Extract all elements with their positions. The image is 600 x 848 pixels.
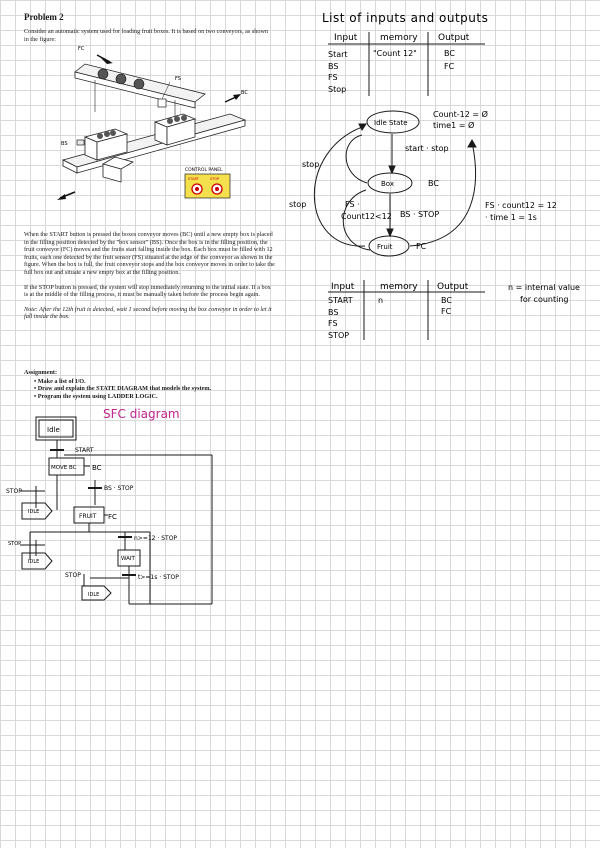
io-table-2-note: for counting [520, 295, 568, 304]
transition-box-to-fruit: BS · STOP [400, 210, 439, 219]
sfc-transition-stop: STOP [8, 541, 21, 547]
io-table-2-header-memory: memory [380, 282, 418, 292]
sfc-transition-stop: STOP [65, 572, 81, 579]
figure-label-fs: FS [175, 76, 181, 82]
io-table-2-input: FS [328, 319, 338, 328]
io-table-1-input: Stop [328, 85, 346, 94]
transition-stop-inner: stop [289, 200, 306, 209]
note-text: Note: After the 12th fruit is detected, … [24, 305, 272, 321]
io-table-2-note: n = internal value [508, 283, 580, 292]
io-table-2-header-input: Input [331, 282, 355, 292]
io-table-1-input: BS [328, 62, 338, 71]
figure-label-start: START [188, 177, 200, 181]
transition-idle-to-box: start · stop [405, 144, 449, 153]
io-table-1-input: Start [328, 50, 348, 59]
sfc-step-idle-jump: IDLE [28, 559, 39, 565]
io-table-1-output: FC [444, 62, 455, 71]
io-table-1-memory: "Count 12" [373, 49, 417, 58]
sfc-title: SFC diagram [103, 407, 180, 421]
state-fruit: Fruit [377, 243, 393, 251]
paragraph-1: When the START button is pressed the box… [24, 231, 275, 276]
assignment-item: Make a list of I/O. [34, 378, 276, 386]
sfc-action-bc: BC [92, 464, 102, 472]
sfc-action-fc: FC [108, 513, 117, 521]
state-idle: Idle State [374, 119, 408, 127]
assignment-list: Make a list of I/O. Draw and explain the… [24, 378, 276, 401]
io-table-2-memory: n [378, 296, 383, 305]
sfc-transition-t-ge-1s: t>=1s · STOP [138, 574, 179, 581]
figure-label-control-panel: CONTROL PANEL [185, 167, 223, 173]
assignment-header: Assignment: [24, 369, 58, 376]
state-fruit-output: FC [416, 242, 427, 251]
sfc-step-fruit: FRUIT [79, 513, 97, 520]
io-table-1-header-output: Output [438, 33, 470, 43]
problem-body: When the START button is pressed the box… [24, 231, 276, 328]
reset-annotation: Count-12 = Ø [433, 109, 488, 119]
sfc-transition-n-ge-12: n>=12 · STOP [134, 535, 177, 542]
assignment-item: Draw and explain the STATE DIAGRAM that … [34, 385, 276, 393]
io-table-2-input: BS [328, 308, 338, 317]
sfc-step-wait: WAIT [121, 556, 136, 562]
transition-fruit-exit: FS · count12 = 12 [485, 201, 557, 210]
assignment-item: Program the system using LADDER LOGIC. [34, 393, 276, 401]
io-table-2-input: STOP [328, 331, 349, 340]
sfc-step-idle-jump: IDLE [88, 592, 99, 598]
io-table-2-output: BC [441, 296, 452, 305]
io-table-2-output: FC [441, 307, 452, 316]
io-table-1-input: FS [328, 73, 338, 82]
transition-fruit-to-box: FS · [345, 200, 360, 209]
sfc-transition-start: START [75, 447, 94, 454]
io-table-1-output: BC [444, 49, 455, 58]
state-box: Box [381, 180, 394, 188]
intro-text: Consider an automatic system used for lo… [24, 28, 269, 43]
sfc-transition-stop: STOP [6, 488, 22, 495]
io-table-2-input: START [328, 296, 353, 305]
paragraph-2: If the STOP button is pressed, the syste… [24, 283, 271, 299]
problem-title: Problem 2 [24, 12, 64, 22]
transition-fruit-to-box: Count12<12 [341, 212, 392, 221]
conveyor-figure: FC FS BC BS CONTROL PANEL START STOP [57, 46, 248, 200]
sfc-step-idle: Idle [47, 426, 60, 434]
state-box-output: BC [428, 179, 439, 188]
figure-label-bc: BC [241, 90, 248, 96]
sfc-transition-bs-stop: BS · STOP [104, 485, 134, 492]
reset-annotation: time1 = Ø [433, 120, 474, 130]
figure-label-bs: BS [61, 141, 68, 147]
figure-label-stop: STOP [210, 177, 219, 181]
transition-stop-outer: stop [302, 160, 319, 169]
sfc-step-move-bc: MOVE BC [51, 465, 77, 471]
transition-fruit-exit: · time 1 = 1s [485, 213, 537, 222]
assignment-section: Assignment: Make a list of I/O. Draw and… [24, 369, 276, 400]
io-table-1-title: List of inputs and outputs [322, 11, 488, 25]
sfc-step-idle-jump: IDLE [28, 509, 39, 515]
figure-label-fc: FC [78, 46, 85, 52]
io-table-1-header-memory: memory [380, 33, 418, 43]
io-table-1-header-input: Input [334, 33, 358, 43]
io-table-2-header-output: Output [437, 282, 469, 292]
